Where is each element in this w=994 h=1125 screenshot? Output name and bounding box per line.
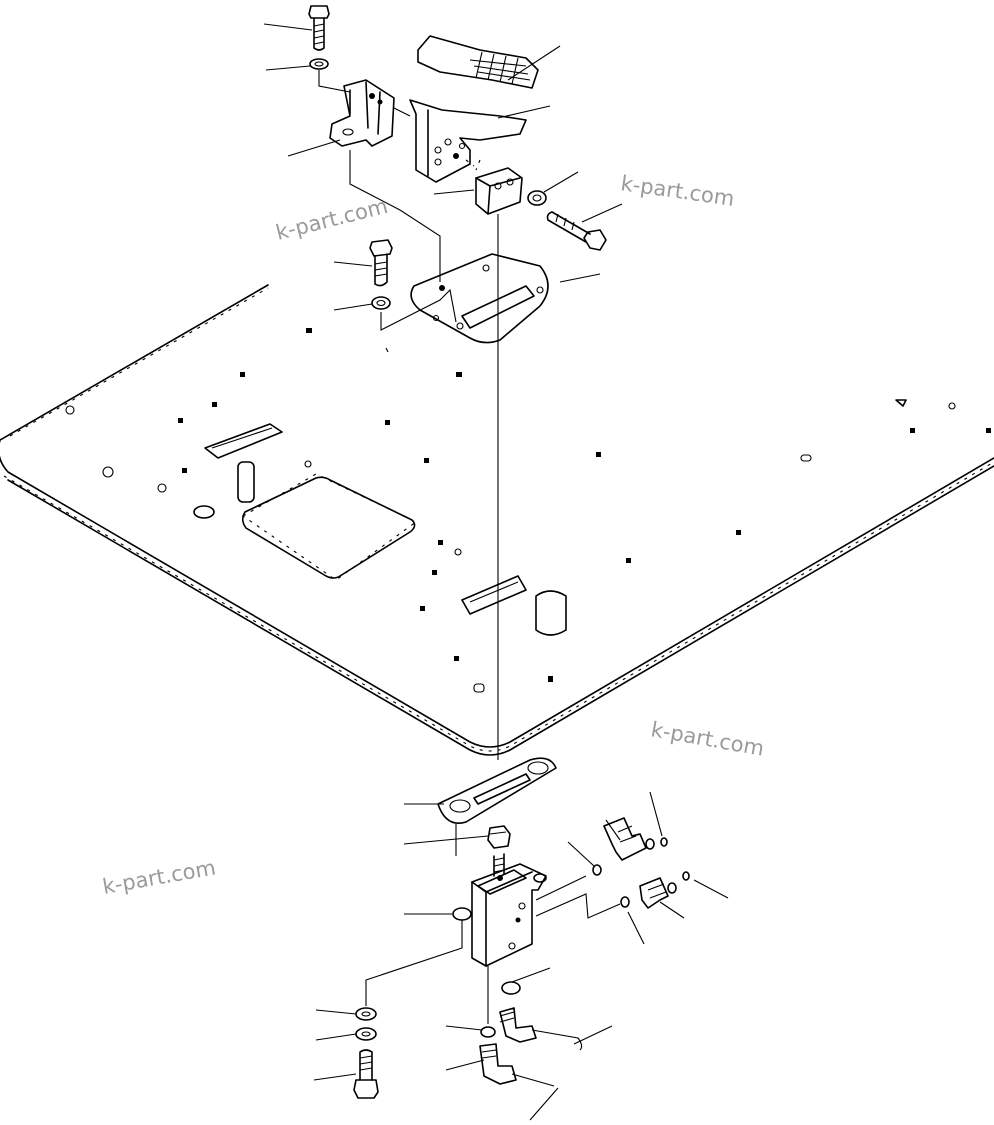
watermark-3: k-part.com	[649, 717, 766, 760]
bolt-side	[546, 211, 607, 251]
watermark-4: k-part.com	[101, 855, 218, 898]
o-ring-5	[480, 1026, 496, 1038]
slot-plate-right	[461, 575, 527, 615]
floor-boss-right	[535, 590, 567, 636]
pedal-assembly	[308, 5, 607, 760]
valve-body	[452, 863, 547, 967]
washer-mount	[371, 296, 391, 310]
floor-holes	[65, 328, 991, 693]
pedal-arm	[409, 99, 527, 183]
o-ring-4	[620, 896, 630, 908]
valve-gasket-plate	[437, 757, 557, 824]
seal-bottom	[501, 981, 521, 995]
floor-boss-left	[237, 461, 255, 503]
elbow-fitting-1	[499, 1007, 537, 1043]
o-ring-3	[682, 871, 690, 881]
pedal-pad	[417, 35, 539, 89]
fitting-right	[639, 877, 677, 909]
floor-opening	[241, 476, 416, 579]
valve-assembly	[353, 757, 690, 1099]
fitting-upper	[603, 817, 655, 861]
floor-plate	[0, 284, 994, 756]
pedal-block	[475, 167, 523, 215]
pedal-base-plate	[410, 253, 549, 344]
washer-top	[309, 58, 329, 70]
leader-lines	[263, 23, 729, 1121]
watermark-1: k-part.com	[273, 194, 390, 245]
o-ring-2	[592, 864, 602, 876]
elbow-fitting-2	[479, 1043, 517, 1085]
washer-lower-2	[355, 1027, 377, 1041]
washer-lower-1	[355, 1007, 377, 1021]
valve-nut	[487, 825, 511, 849]
watermark-2: k-part.com	[619, 171, 736, 211]
bolt-lower	[353, 1049, 379, 1099]
bolt-top	[308, 5, 330, 51]
slot-plate-left	[204, 423, 283, 459]
washer-side	[527, 190, 547, 206]
o-ring-1	[660, 837, 668, 847]
bolt-mount	[369, 239, 393, 287]
pedal-bracket	[329, 79, 411, 147]
